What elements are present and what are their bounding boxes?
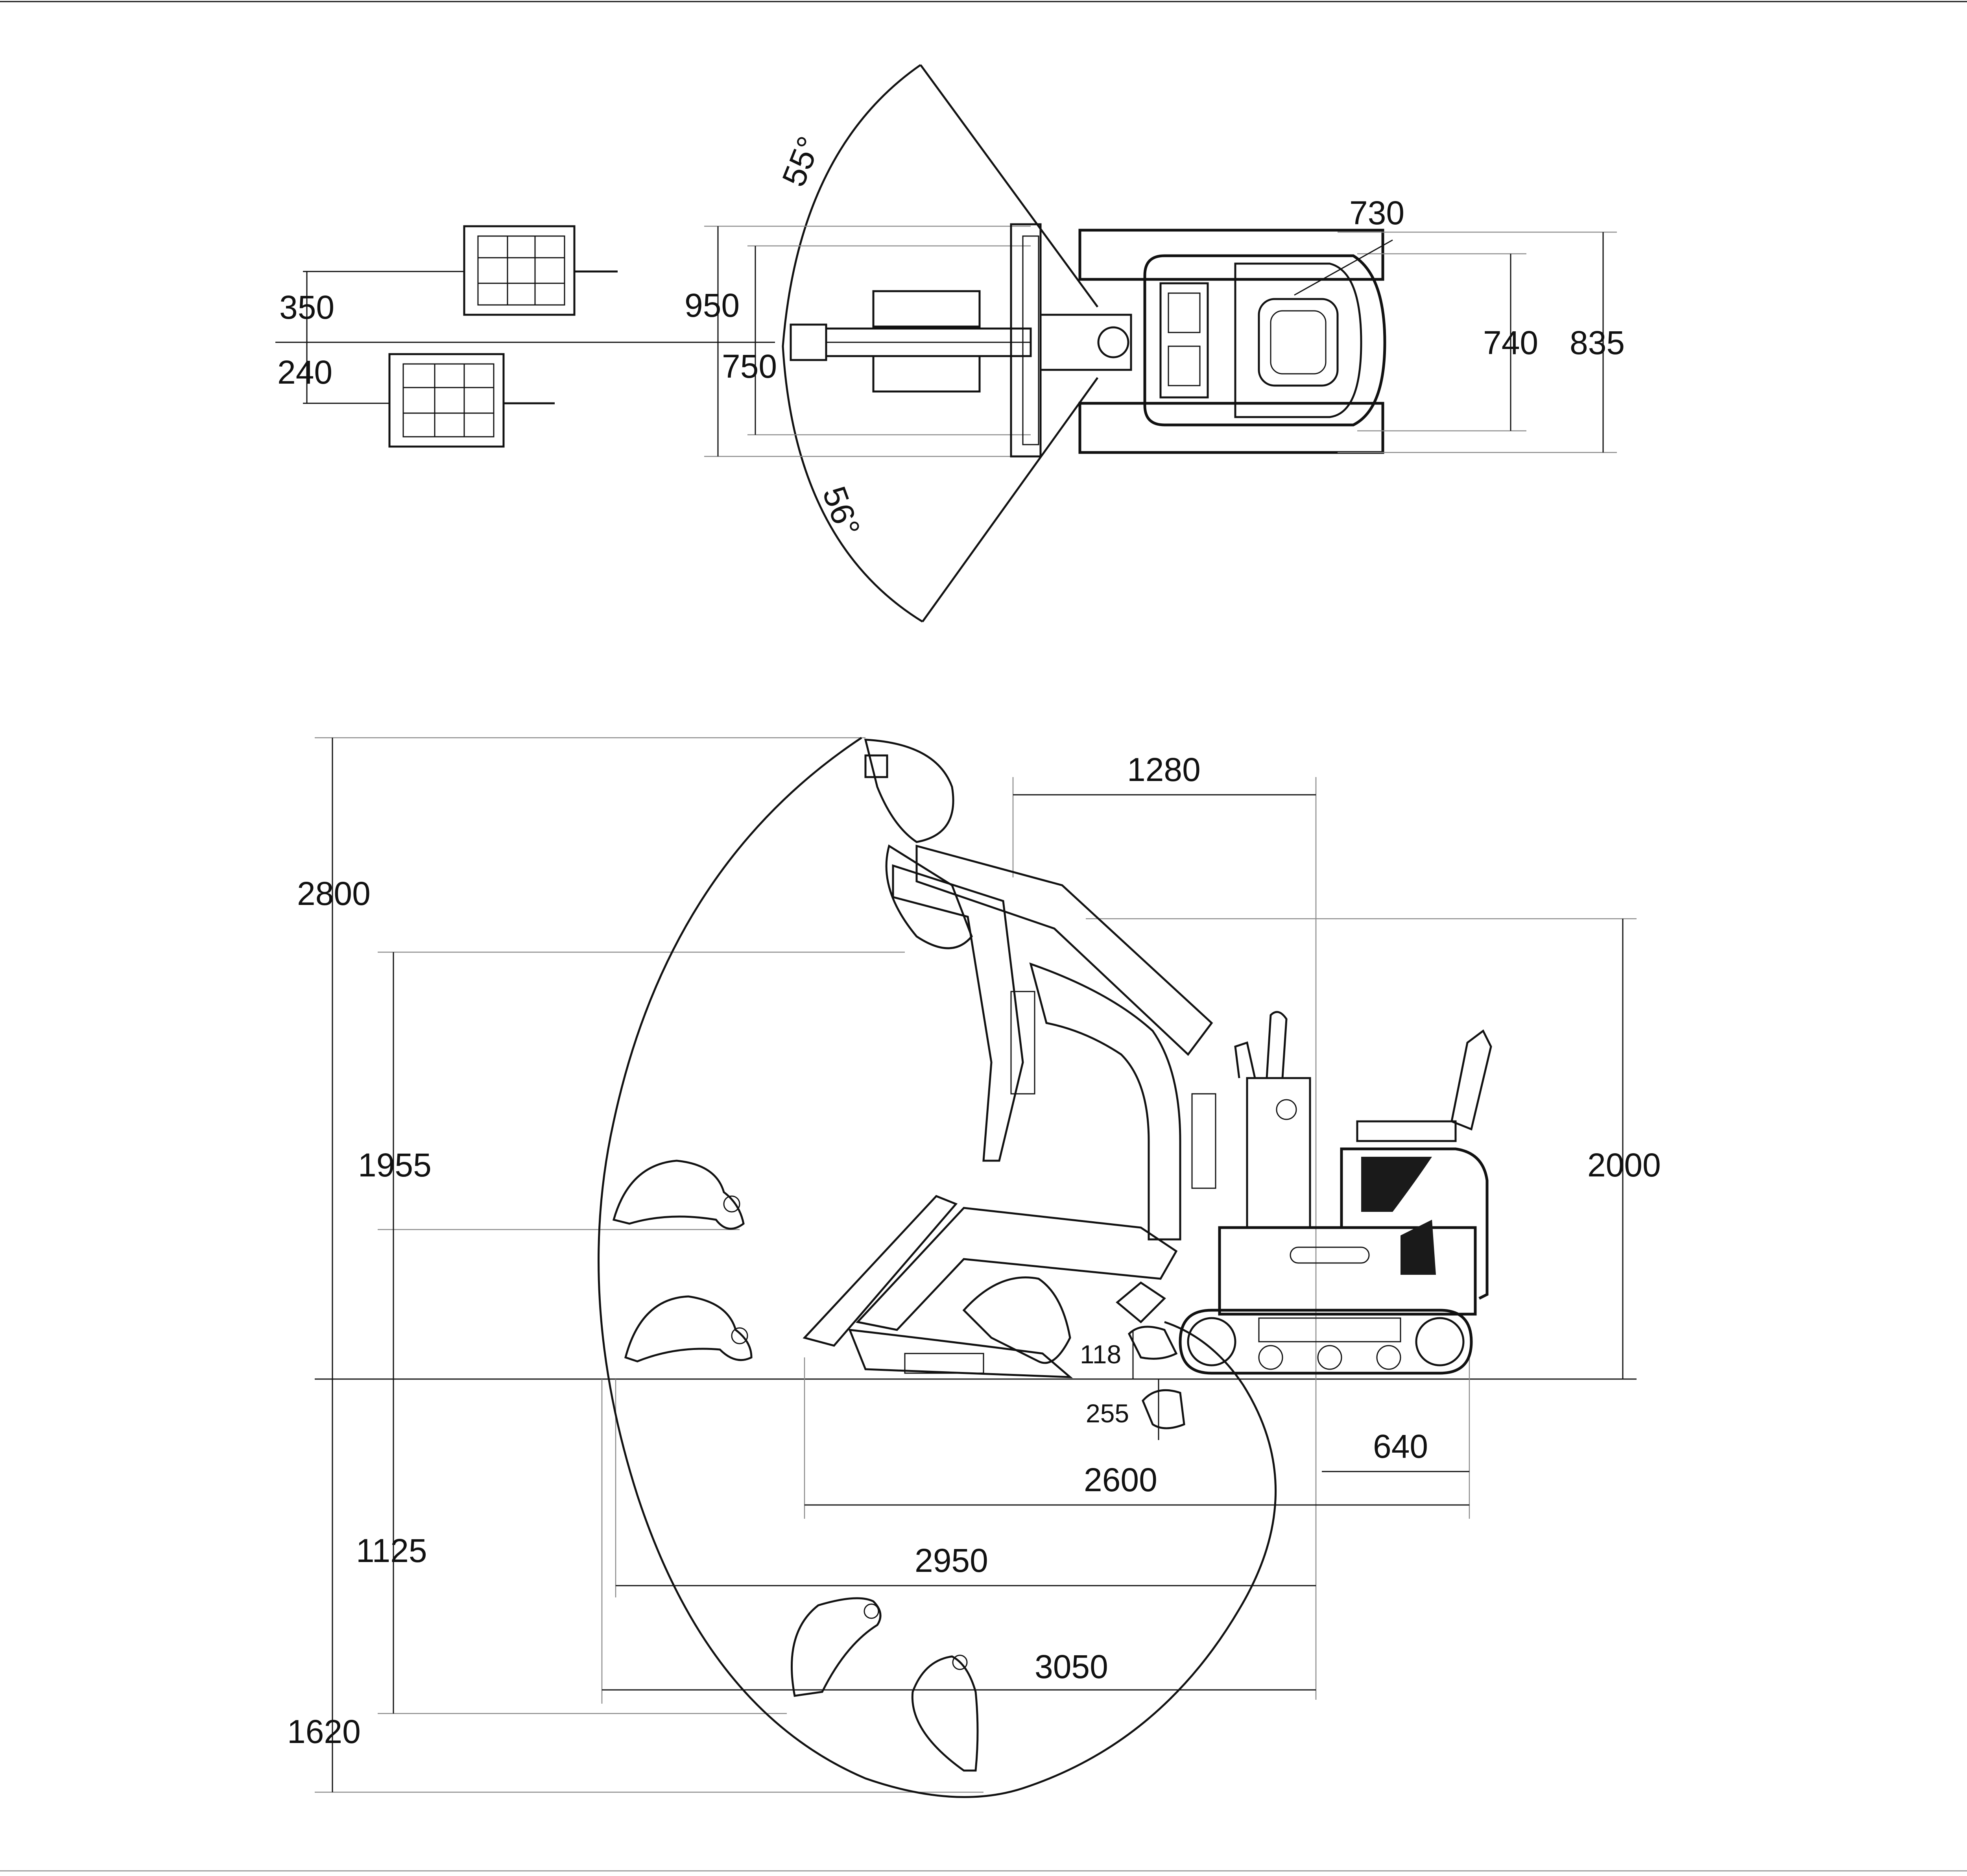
dozer-blade-side: [1116, 1281, 1185, 1429]
dim-1280: 1280: [1127, 751, 1201, 788]
body-housing: [1218, 1226, 1477, 1316]
bucket-mid-left-upper: [612, 1160, 745, 1230]
side-view: 2800 1955 1125 1620 2000 1280 2600 640 2…: [287, 737, 1661, 1798]
control-lever-2: [1234, 1041, 1256, 1078]
angle-label-lower: 56°: [816, 482, 867, 541]
control-lever-1: [1266, 1011, 1288, 1078]
dozer-blade-top: [1010, 223, 1042, 458]
dim-740: 740: [1483, 324, 1538, 361]
working-envelope-curve: [598, 737, 1277, 1798]
undercarriage-side: [1179, 1309, 1473, 1375]
bucket-dump: [885, 844, 973, 949]
track-top-upper: [1078, 229, 1384, 281]
seat-base: [1340, 1147, 1489, 1300]
boom-raised: [892, 844, 1216, 1241]
dim-2800: 2800: [297, 875, 371, 912]
dim-3050: 3050: [1035, 1648, 1108, 1685]
dim-1125: 1125: [356, 1532, 427, 1569]
dim-2950: 2950: [915, 1542, 988, 1579]
swing-angle-indicator: 55° 56°: [775, 64, 1099, 623]
dim-350: 350: [279, 289, 334, 326]
dim-1955: 1955: [358, 1147, 432, 1184]
dim-950: 950: [685, 287, 740, 324]
bucket-deep-2: [911, 1654, 979, 1772]
swing-arc: [782, 64, 923, 623]
dim-240: 240: [277, 354, 332, 391]
dim-730: 730: [1349, 194, 1404, 231]
arm-top-view: [790, 290, 1132, 393]
track-top-lower: [1078, 402, 1384, 454]
dim-2000: 2000: [1587, 1147, 1661, 1184]
bucket-deep-1: [791, 1597, 882, 1697]
swing-ray-lower: [921, 377, 1099, 622]
panel-dark: [1361, 1157, 1432, 1212]
upper-structure-side: [1218, 1011, 1492, 1316]
control-tower: [1246, 1077, 1311, 1229]
dim-640: 640: [1373, 1428, 1428, 1465]
panel-dark-lower: [1401, 1220, 1436, 1275]
dim-255: 255: [1086, 1399, 1129, 1428]
bucket-top-view-upper: [303, 225, 618, 316]
seat-cushion: [1356, 1120, 1457, 1142]
bucket-top-view-lower: [303, 353, 555, 448]
dim-1620: 1620: [287, 1713, 361, 1750]
dim-835: 835: [1570, 324, 1625, 361]
upper-structure-top: [1143, 254, 1386, 427]
top-view: 55° 56° 350 240: [275, 64, 1625, 623]
boom-lowered: [803, 1195, 1178, 1378]
bucket-mid-left-lower: [624, 1295, 753, 1363]
dim-2600: 2600: [1084, 1461, 1157, 1498]
seat-back: [1450, 1029, 1492, 1131]
angle-label-upper: 55°: [775, 131, 828, 192]
dim-118: 118: [1080, 1340, 1121, 1369]
bucket-max-height: [864, 739, 954, 843]
dim-750: 750: [722, 348, 777, 385]
leader-730: [1294, 239, 1393, 296]
swing-ray-upper: [919, 64, 1099, 308]
